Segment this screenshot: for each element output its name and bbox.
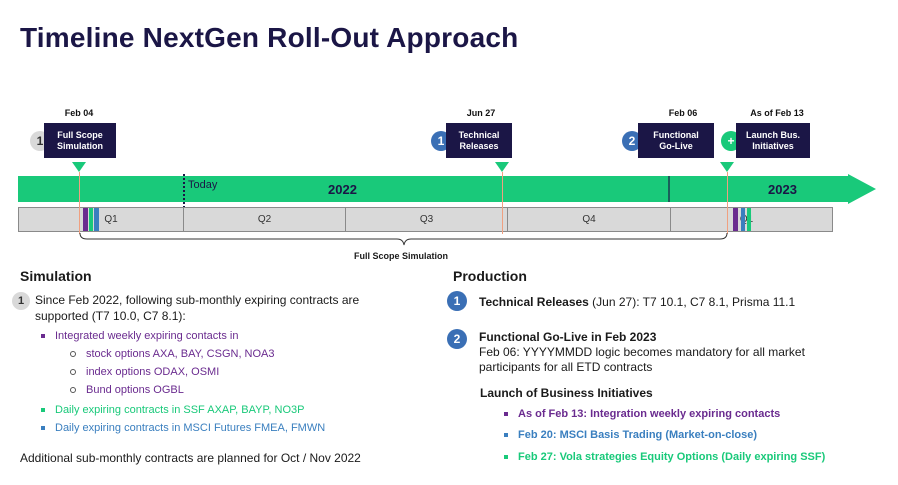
quarter-bar: Q1 Q2 Q3 Q4 Q1 <box>18 207 833 232</box>
timeline-arrow <box>18 174 876 204</box>
milestone-box: Launch Bus.Initiatives <box>736 123 810 158</box>
sub-item: stock options AXA, BAY, CSGN, NOA3 <box>70 348 275 360</box>
full-scope-brace <box>79 232 728 246</box>
brace-label: Full Scope Simulation <box>354 251 449 261</box>
simulation-heading: Simulation <box>20 268 92 284</box>
launch-item: Feb 27: Vola strategies Equity Options (… <box>504 451 825 463</box>
daily-item: Daily expiring contracts in SSF AXAP, BA… <box>41 404 304 416</box>
weekly-marker <box>83 208 88 231</box>
launch-text: Feb 20: MSCI Basis Trading (Market-on-cl… <box>518 429 757 441</box>
milestone-marker <box>72 162 86 172</box>
today-label: Today <box>188 179 218 191</box>
quarter-cell: Q1 <box>671 208 832 231</box>
sub-text: index options ODAX, OSMI <box>86 366 220 378</box>
quarter-cell: Q3 <box>346 208 508 231</box>
technical-releases-item: Technical Releases (Jun 27): T7 10.1, C7… <box>479 295 795 309</box>
quarter-label: Q1 <box>740 214 753 225</box>
daily-text: Daily expiring contracts in SSF AXAP, BA… <box>55 404 305 416</box>
milestone-label: Go-Live <box>659 140 693 151</box>
msci-item: Daily expiring contracts in MSCI Futures… <box>41 422 325 434</box>
sub-text: stock options AXA, BAY, CSGN, NOA3 <box>86 348 275 360</box>
simulation-intro: Since Feb 2022, following sub-monthly ex… <box>35 292 359 324</box>
simulation-footer: Additional sub-monthly contracts are pla… <box>20 451 361 465</box>
item-text: (Jun 27): T7 10.1, C7 8.1, Prisma 11.1 <box>588 295 796 309</box>
quarter-cell: Q2 <box>184 208 346 231</box>
quarter-label: Q1 <box>104 214 118 225</box>
year-2022: 2022 <box>328 182 357 197</box>
daily-marker <box>89 208 93 231</box>
weekly-item: Integrated weekly expiring contacts in <box>41 330 238 342</box>
sub-text: Bund options OGBL <box>86 384 184 396</box>
milestone-label: Functional <box>653 129 699 140</box>
item-text: Feb 06: YYYYMMDD logic becomes mandatory… <box>479 345 805 359</box>
production-heading: Production <box>453 268 527 284</box>
launch-text: Feb 27: Vola strategies Equity Options (… <box>518 451 826 463</box>
milestone-label: Technical <box>458 129 500 140</box>
launch-heading: Launch of Business Initiatives <box>480 386 653 400</box>
go-live-item: Functional Go-Live in Feb 2023 Feb 06: Y… <box>479 330 805 375</box>
milestone-number: 2 <box>622 131 642 151</box>
quarter-label: Q3 <box>419 214 434 225</box>
milestone-label: Full Scope <box>57 129 103 140</box>
item-title: Technical Releases <box>479 295 589 309</box>
milestone-label: Releases <box>459 140 499 151</box>
milestone-line <box>502 172 503 234</box>
launch-item: As of Feb 13: Integration weekly expirin… <box>504 408 780 420</box>
intro-line: Since Feb 2022, following sub-monthly ex… <box>35 293 360 307</box>
sub-item: index options ODAX, OSMI <box>70 366 219 378</box>
simulation-number: 1 <box>12 292 30 310</box>
milestone-line <box>79 172 80 234</box>
milestone-date: As of Feb 13 <box>750 108 804 118</box>
quarter-cell: Q4 <box>508 208 671 231</box>
milestone-marker <box>495 162 509 172</box>
milestone-date: Jun 27 <box>466 108 496 118</box>
milestone-date: Feb 06 <box>668 108 698 118</box>
milestone-label: Initiatives <box>752 140 794 151</box>
weekly-text: Integrated weekly expiring contacts in <box>55 330 239 342</box>
item-title: Functional Go-Live in Feb 2023 <box>479 330 657 344</box>
milestone-date: Feb 04 <box>64 108 94 118</box>
sub-item: Bund options OGBL <box>70 384 184 396</box>
today-line <box>183 174 185 232</box>
milestone-label: Simulation <box>56 140 103 151</box>
daily-marker <box>747 208 751 231</box>
msci-marker <box>94 208 99 231</box>
launch-item: Feb 20: MSCI Basis Trading (Market-on-cl… <box>504 429 757 441</box>
year-2023: 2023 <box>768 182 797 197</box>
quarter-label: Q4 <box>582 214 596 225</box>
milestone-marker <box>720 162 734 172</box>
msci-text: Daily expiring contracts in MSCI Futures… <box>55 422 326 434</box>
quarter-cell: Q1 <box>19 208 184 231</box>
item-text: participants for all ETD contracts <box>479 360 653 374</box>
quarter-label: Q2 <box>257 214 272 225</box>
production-number: 1 <box>447 291 467 311</box>
milestone-line <box>727 172 728 234</box>
milestone-label: Launch Bus. <box>745 129 800 140</box>
production-number: 2 <box>447 329 467 349</box>
weekly-marker <box>733 208 738 231</box>
intro-line: supported (T7 10.0, C7 8.1): <box>35 309 186 323</box>
page-title: Timeline NextGen Roll-Out Approach <box>20 22 519 53</box>
launch-text: As of Feb 13: Integration weekly expirin… <box>518 408 781 420</box>
msci-marker <box>741 208 745 231</box>
